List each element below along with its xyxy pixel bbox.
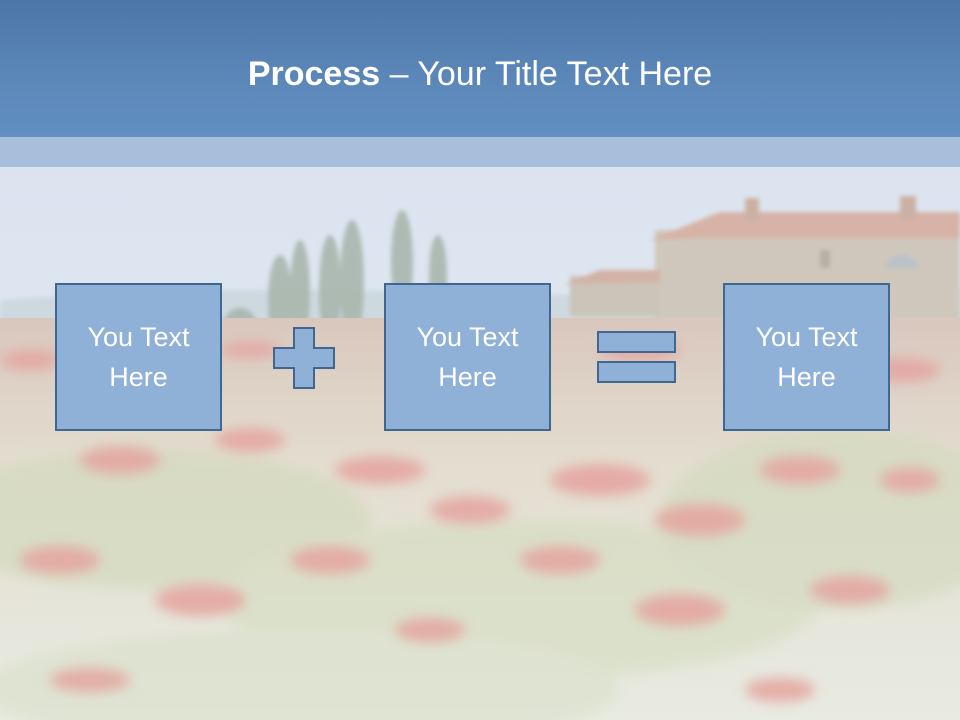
slide-title-bold: Process — [247, 55, 381, 93]
process-box-1[interactable]: You Text Here — [55, 283, 222, 431]
process-box-3-label: You Text Here — [755, 322, 858, 392]
slide-title[interactable]: Process – Your Title Text Here — [0, 52, 960, 96]
title-bar — [0, 0, 960, 137]
process-box-2[interactable]: You Text Here — [384, 283, 551, 431]
equals-icon — [597, 331, 676, 383]
process-box-3[interactable]: You Text Here — [723, 283, 890, 431]
process-box-2-label: You Text Here — [416, 322, 519, 392]
plus-icon — [273, 327, 335, 389]
title-accent-band — [0, 137, 960, 167]
process-box-1-label: You Text Here — [87, 322, 190, 392]
slide-title-rest: – Your Title Text Here — [380, 55, 713, 93]
